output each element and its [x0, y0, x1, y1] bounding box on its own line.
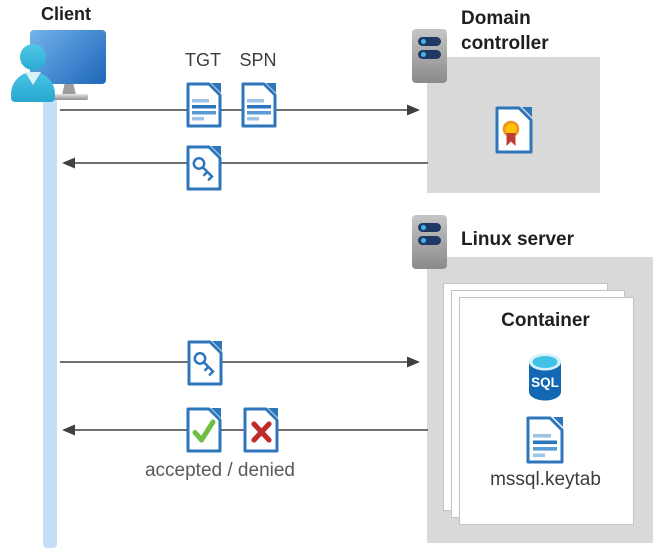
linux-server-label: Linux server	[461, 229, 574, 250]
keytab-document-icon	[526, 416, 564, 464]
key-document-icon	[187, 340, 223, 386]
check-document-icon	[186, 407, 222, 453]
domain-controller-label: Domain controller	[461, 8, 549, 54]
sql-database-icon: SQL	[529, 353, 561, 401]
server-led	[421, 225, 426, 230]
server-drive	[418, 223, 441, 232]
certificate-document-icon	[495, 106, 533, 154]
person-icon	[20, 44, 46, 70]
accepted-denied-label: accepted / denied	[144, 460, 295, 481]
server-led	[421, 39, 426, 44]
container-page	[459, 297, 634, 525]
server-led	[421, 52, 426, 57]
keytab-filename: mssql.keytab	[490, 469, 601, 490]
monitor-base	[52, 94, 88, 100]
server-icon	[412, 29, 447, 83]
tgt-label: TGT	[185, 50, 221, 70]
spn-document-icon	[241, 82, 277, 128]
server-drive	[418, 50, 441, 59]
container-label: Container	[501, 310, 590, 331]
monitor-stand	[62, 84, 76, 95]
server-icon	[412, 215, 447, 269]
arrow-domain-controller-to-client	[62, 157, 428, 169]
client-label: Client	[40, 4, 91, 24]
arrow-client-to-linux-server	[60, 356, 420, 368]
client-lifeline-bar	[43, 96, 57, 548]
spn-label: SPN	[239, 50, 277, 70]
person-at-monitor-icon	[8, 28, 120, 102]
tgt-document-icon	[186, 82, 222, 128]
sql-badge-text: SQL	[531, 375, 559, 390]
arrow-client-to-domain-controller	[60, 104, 420, 116]
server-drive	[418, 236, 441, 245]
x-document-icon	[243, 407, 279, 453]
key-document-icon	[186, 145, 222, 191]
server-led	[421, 238, 426, 243]
server-drive	[418, 37, 441, 46]
